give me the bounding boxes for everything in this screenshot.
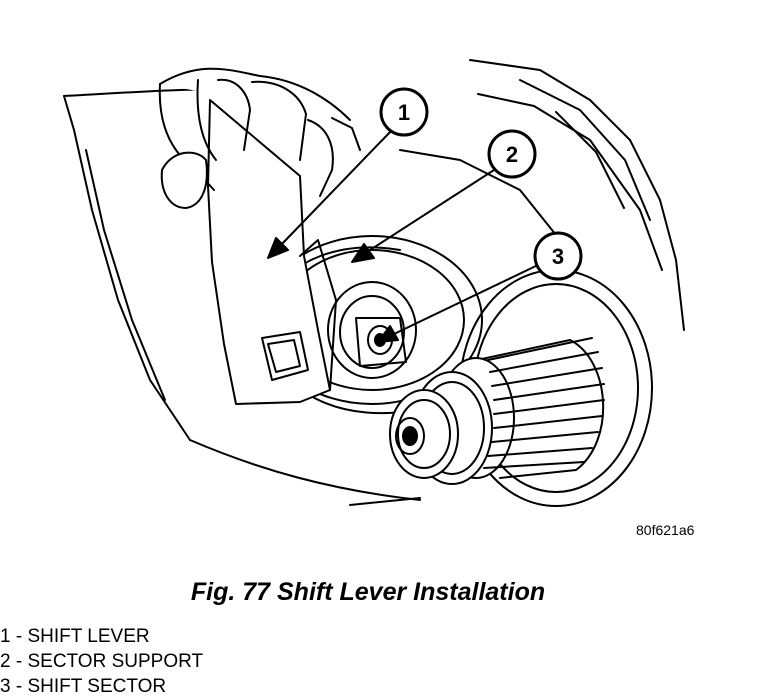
callout-2-number: 2 [506,142,518,167]
shift-lever [207,99,337,405]
legend-item-separator: - [10,651,28,672]
callout-1-number: 1 [398,100,410,125]
legend-item-separator: - [10,676,28,697]
legend-item-number: 1 [0,626,11,647]
transmission-case [63,59,685,506]
legend-item: 1 - SHIFT LEVER [0,624,203,649]
legend-item-number: 2 [0,651,11,672]
legend-item: 3 - SHIFT SECTOR [0,674,203,699]
callout-2: 2 [487,129,537,179]
hand [158,67,361,209]
legend-item-number: 3 [0,676,11,697]
callout-3: 3 [533,231,583,281]
figure-caption: Fig. 77 Shift Lever Installation [190,578,546,606]
legend-item-separator: - [10,626,28,647]
legend-item-text: SHIFT SECTOR [27,676,167,697]
legend-item-text: SECTOR SUPPORT [27,651,204,672]
legend-item-text: SHIFT LEVER [27,626,150,647]
figure-code: 80f621a6 [636,522,695,538]
leader-lines [267,129,541,343]
legend-item: 2 - SECTOR SUPPORT [0,649,203,674]
callout-3-number: 3 [552,244,564,269]
legend: 1 - SHIFT LEVER 2 - SECTOR SUPPORT 3 - S… [0,624,203,699]
shift-lever-illustration: 1 2 3 [63,59,685,507]
callout-1: 1 [379,87,429,137]
output-shaft [389,337,605,485]
